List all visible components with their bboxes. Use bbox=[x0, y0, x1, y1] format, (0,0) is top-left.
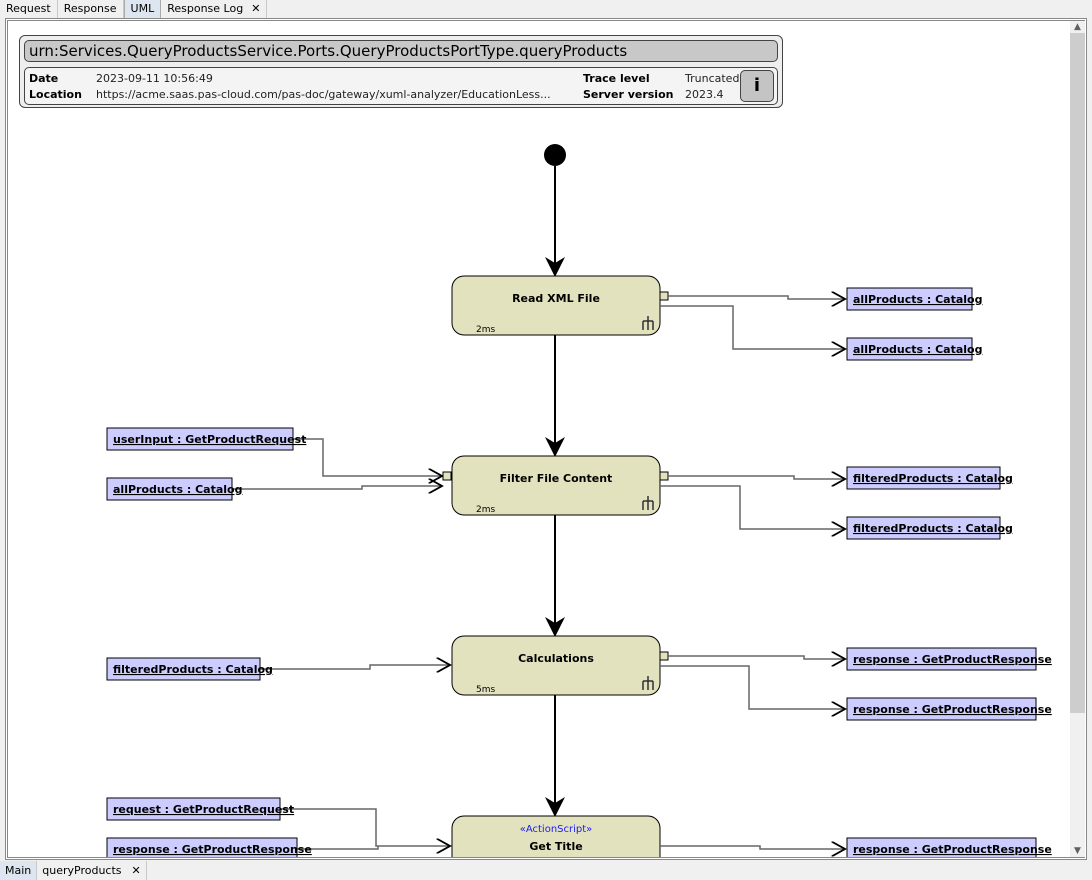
object-node-label: response : GetProductResponse bbox=[853, 653, 1052, 666]
top-tab-bar: Request Response UML Response Log ✕ bbox=[0, 0, 268, 18]
vertical-scrollbar[interactable]: ▲ ▼ bbox=[1070, 21, 1085, 857]
object-flow bbox=[660, 485, 845, 529]
object-node[interactable] bbox=[106, 797, 281, 821]
action-duration: 5ms bbox=[476, 685, 495, 695]
close-icon[interactable]: ✕ bbox=[131, 864, 141, 877]
call-behavior-icon bbox=[642, 496, 654, 510]
trace-level-value: Truncated bbox=[685, 72, 740, 85]
object-flow bbox=[668, 296, 845, 299]
object-node[interactable] bbox=[106, 427, 294, 451]
object-node[interactable] bbox=[106, 657, 261, 681]
action-name: Get Title bbox=[529, 840, 582, 853]
pin bbox=[442, 471, 452, 481]
action-name: Read XML File bbox=[512, 292, 600, 305]
call-behavior-icon bbox=[642, 316, 654, 330]
stereotype-label: «ActionScript» bbox=[520, 824, 593, 835]
server-version-value: 2023.4 bbox=[685, 88, 724, 101]
scroll-up-icon[interactable]: ▲ bbox=[1074, 22, 1081, 32]
object-flow bbox=[260, 665, 450, 669]
action-name: Calculations bbox=[518, 652, 594, 665]
diagram-header: urn:Services.QueryProductsService.Ports.… bbox=[19, 35, 783, 108]
action-duration: 2ms bbox=[476, 325, 495, 335]
object-node[interactable] bbox=[846, 837, 1037, 857]
trace-level-label: Trace level bbox=[583, 72, 650, 85]
object-node[interactable] bbox=[846, 287, 973, 311]
object-node-label: userInput : GetProductRequest bbox=[113, 433, 306, 446]
tab-uml[interactable]: UML bbox=[123, 0, 162, 18]
tab-response[interactable]: Response bbox=[57, 0, 124, 18]
bottom-tab-bar: Main queryProducts ✕ bbox=[0, 861, 147, 880]
object-flow bbox=[297, 846, 379, 850]
close-icon[interactable]: ✕ bbox=[251, 2, 261, 15]
action-node[interactable] bbox=[451, 815, 661, 857]
object-node-label: allProducts : Catalog bbox=[853, 293, 982, 306]
object-node-label: filteredProducts : Catalog bbox=[853, 472, 1013, 485]
tab-response-log[interactable]: Response Log ✕ bbox=[161, 0, 268, 18]
action-name: Filter File Content bbox=[500, 472, 613, 485]
date-value: 2023-09-11 10:56:49 bbox=[96, 72, 213, 85]
date-label: Date bbox=[29, 72, 59, 85]
server-version-label: Server version bbox=[583, 88, 674, 101]
info-panel: Date 2023-09-11 10:56:49 Location https:… bbox=[24, 67, 778, 105]
call-behavior-icon bbox=[642, 676, 654, 690]
object-node-label: allProducts : Catalog bbox=[853, 343, 982, 356]
object-node-label: response : GetProductResponse bbox=[853, 703, 1052, 716]
action-node[interactable] bbox=[451, 635, 661, 696]
object-flow bbox=[232, 486, 442, 489]
object-node[interactable] bbox=[106, 477, 233, 501]
diagram-canvas[interactable]: urn:Services.QueryProductsService.Ports.… bbox=[8, 21, 1068, 857]
object-node[interactable] bbox=[846, 516, 1001, 540]
info-button[interactable]: i bbox=[740, 70, 774, 102]
object-node[interactable] bbox=[846, 337, 973, 361]
operation-title: urn:Services.QueryProductsService.Ports.… bbox=[24, 40, 778, 62]
pin bbox=[659, 471, 669, 481]
pin bbox=[659, 651, 669, 661]
object-node-label: filteredProducts : Catalog bbox=[113, 663, 273, 676]
location-label: Location bbox=[29, 88, 82, 101]
object-node[interactable] bbox=[106, 837, 298, 857]
object-node-label: request : GetProductRequest bbox=[113, 803, 294, 816]
object-flow bbox=[668, 656, 845, 659]
tab-request[interactable]: Request bbox=[0, 0, 58, 18]
object-node-label: allProducts : Catalog bbox=[113, 483, 242, 496]
scroll-down-icon[interactable]: ▼ bbox=[1074, 846, 1081, 856]
object-node-label: filteredProducts : Catalog bbox=[853, 522, 1013, 535]
tab-label: queryProducts bbox=[42, 864, 122, 877]
scrollbar-thumb[interactable] bbox=[1070, 33, 1085, 713]
action-node[interactable] bbox=[451, 275, 661, 336]
action-duration: 2ms bbox=[476, 505, 495, 515]
object-flow bbox=[668, 476, 845, 479]
pin bbox=[659, 291, 669, 301]
tab-label: Response Log bbox=[167, 2, 244, 15]
object-node[interactable] bbox=[846, 466, 1001, 490]
location-value: https://acme.saas.pas-cloud.com/pas-doc/… bbox=[96, 88, 551, 101]
object-flow bbox=[280, 808, 450, 846]
object-node-label: response : GetProductResponse bbox=[113, 843, 312, 856]
tab-query-products[interactable]: queryProducts ✕ bbox=[37, 861, 147, 880]
uml-view: urn:Services.QueryProductsService.Ports.… bbox=[5, 18, 1087, 860]
action-node[interactable] bbox=[451, 455, 661, 516]
object-flow bbox=[293, 438, 442, 476]
initial-node bbox=[544, 144, 566, 166]
object-flow bbox=[660, 846, 845, 849]
object-node-label: response : GetProductResponse bbox=[853, 843, 1052, 856]
object-node[interactable] bbox=[846, 647, 1037, 671]
tab-main[interactable]: Main bbox=[0, 861, 38, 880]
object-flow bbox=[660, 305, 845, 349]
object-flow bbox=[660, 665, 845, 709]
object-node[interactable] bbox=[846, 697, 1037, 721]
